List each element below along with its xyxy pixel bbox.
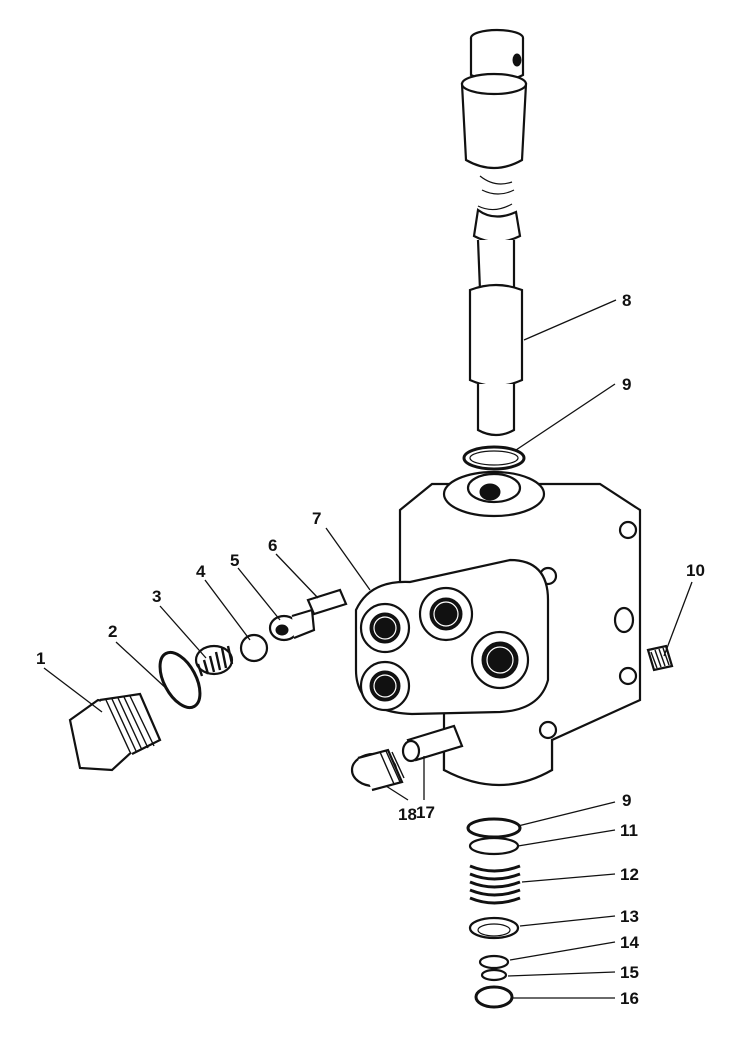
callout-9-upper: 9 [622,375,631,394]
callout-18: 18 [398,805,417,824]
callout-16: 16 [620,989,639,1008]
callout-13: 13 [620,907,639,926]
o-ring-left [158,650,202,710]
valve-body [354,470,642,786]
callout-17: 17 [416,803,435,822]
port-top-right [418,586,474,642]
leader-lines [43,299,693,999]
callout-4: 4 [196,562,206,581]
port-right [470,630,530,690]
check-ball-part [239,633,269,663]
spring-part [194,644,234,677]
callout-15: 15 [620,963,639,982]
callout-7: 7 [312,509,321,528]
o-ring-upper [462,445,526,471]
callout-labels: 1 2 3 4 5 6 7 8 9 10 9 11 12 13 14 15 16… [36,291,705,1008]
callout-10: 10 [686,561,705,580]
lower-stack [466,817,522,1009]
callout-3: 3 [152,587,161,606]
pin-part [306,588,348,616]
callout-11: 11 [620,821,638,840]
callout-12: 12 [620,865,639,884]
dowel-part [401,724,464,763]
threaded-plug-part [350,748,405,792]
plug-part [68,692,162,772]
set-screw-part [646,644,674,672]
callout-2: 2 [108,622,117,641]
port-bottom-left [359,660,411,712]
spool-part [460,28,528,437]
callout-6: 6 [268,536,277,555]
callout-8: 8 [622,291,631,310]
lower-spring [469,864,521,905]
poppet-part [268,608,316,642]
callout-14: 14 [620,933,639,952]
callout-5: 5 [230,551,239,570]
callout-1: 1 [36,649,45,668]
port-top-left [359,602,411,654]
callout-9-lower: 9 [622,791,631,810]
